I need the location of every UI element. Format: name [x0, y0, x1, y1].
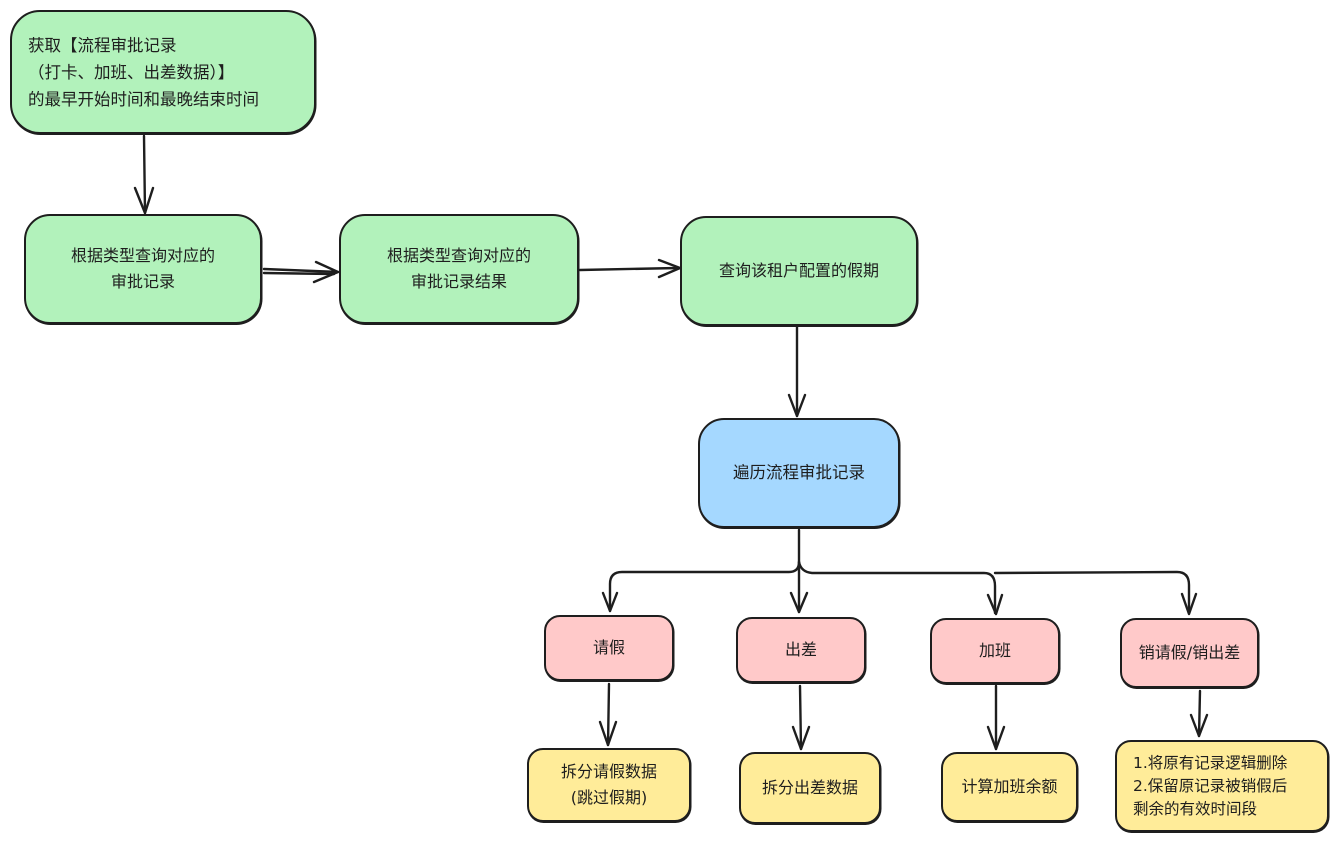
node-cancel-handling[interactable]: 1.将原有记录逻辑删除 2.保留原记录被销假后 剩余的有效时间段: [1115, 740, 1329, 832]
node-query-tenant-holidays[interactable]: 查询该租户配置的假期: [680, 216, 918, 326]
node-query-result[interactable]: 根据类型查询对应的 审批记录结果: [339, 214, 579, 324]
node-query-records-by-type[interactable]: 根据类型查询对应的 审批记录: [24, 214, 262, 324]
node-cancel-leave-trip[interactable]: 销请假/销出差: [1120, 618, 1259, 688]
edge-fetch-to-query: [133, 134, 155, 215]
node-label: 计算加班余额: [961, 777, 1058, 796]
node-label: 请假: [592, 638, 625, 657]
node-label: 拆分请假数据 (跳过假期): [560, 762, 657, 807]
node-label: 根据类型查询对应的 审批记录: [70, 246, 215, 291]
node-iterate-records[interactable]: 遍历流程审批记录: [698, 418, 900, 528]
edge-overtime-to-ot-calc: [986, 684, 1006, 751]
edge-iterate-to-cancel: [993, 570, 1198, 616]
node-label: 销请假/销出差: [1138, 643, 1241, 662]
node-fetch-time-range[interactable]: 获取【流程审批记录 （打卡、加班、出差数据）】 的最早开始时间和最晚结束时间: [10, 10, 316, 134]
node-split-trip-data[interactable]: 拆分出差数据: [739, 752, 881, 824]
edge-iterate-to-trip: [789, 560, 809, 614]
edge-iterate-to-overtime: [797, 560, 1004, 616]
node-label: 拆分出差数据: [761, 778, 858, 797]
node-label: 1.将原有记录逻辑删除 2.保留原记录被销假后 剩余的有效时间段: [1133, 753, 1288, 818]
edge-leave-to-split-leave: [598, 682, 618, 747]
edge-iterate-to-leave: [601, 528, 801, 613]
node-label: 根据类型查询对应的 审批记录结果: [386, 246, 531, 291]
node-calc-overtime-balance[interactable]: 计算加班余额: [941, 752, 1078, 822]
node-label: 查询该租户配置的假期: [718, 261, 879, 280]
edge-result-to-holiday: [578, 258, 682, 279]
edge-trip-to-split-trip: [791, 684, 811, 751]
edge-query-to-result: [262, 260, 340, 284]
node-business-trip[interactable]: 出差: [736, 617, 866, 683]
node-label: 遍历流程审批记录: [733, 463, 865, 482]
edge-cancel-to-cancel-desc: [1189, 689, 1209, 738]
node-label: 加班: [978, 641, 1011, 660]
node-overtime[interactable]: 加班: [930, 618, 1060, 684]
node-split-leave-data[interactable]: 拆分请假数据 (跳过假期): [527, 748, 691, 822]
node-leave[interactable]: 请假: [544, 615, 674, 681]
edge-holiday-to-iterate: [787, 325, 807, 418]
node-label: 出差: [784, 640, 817, 659]
node-label: 获取【流程审批记录 （打卡、加班、出差数据）】 的最早开始时间和最晚结束时间: [28, 35, 259, 109]
